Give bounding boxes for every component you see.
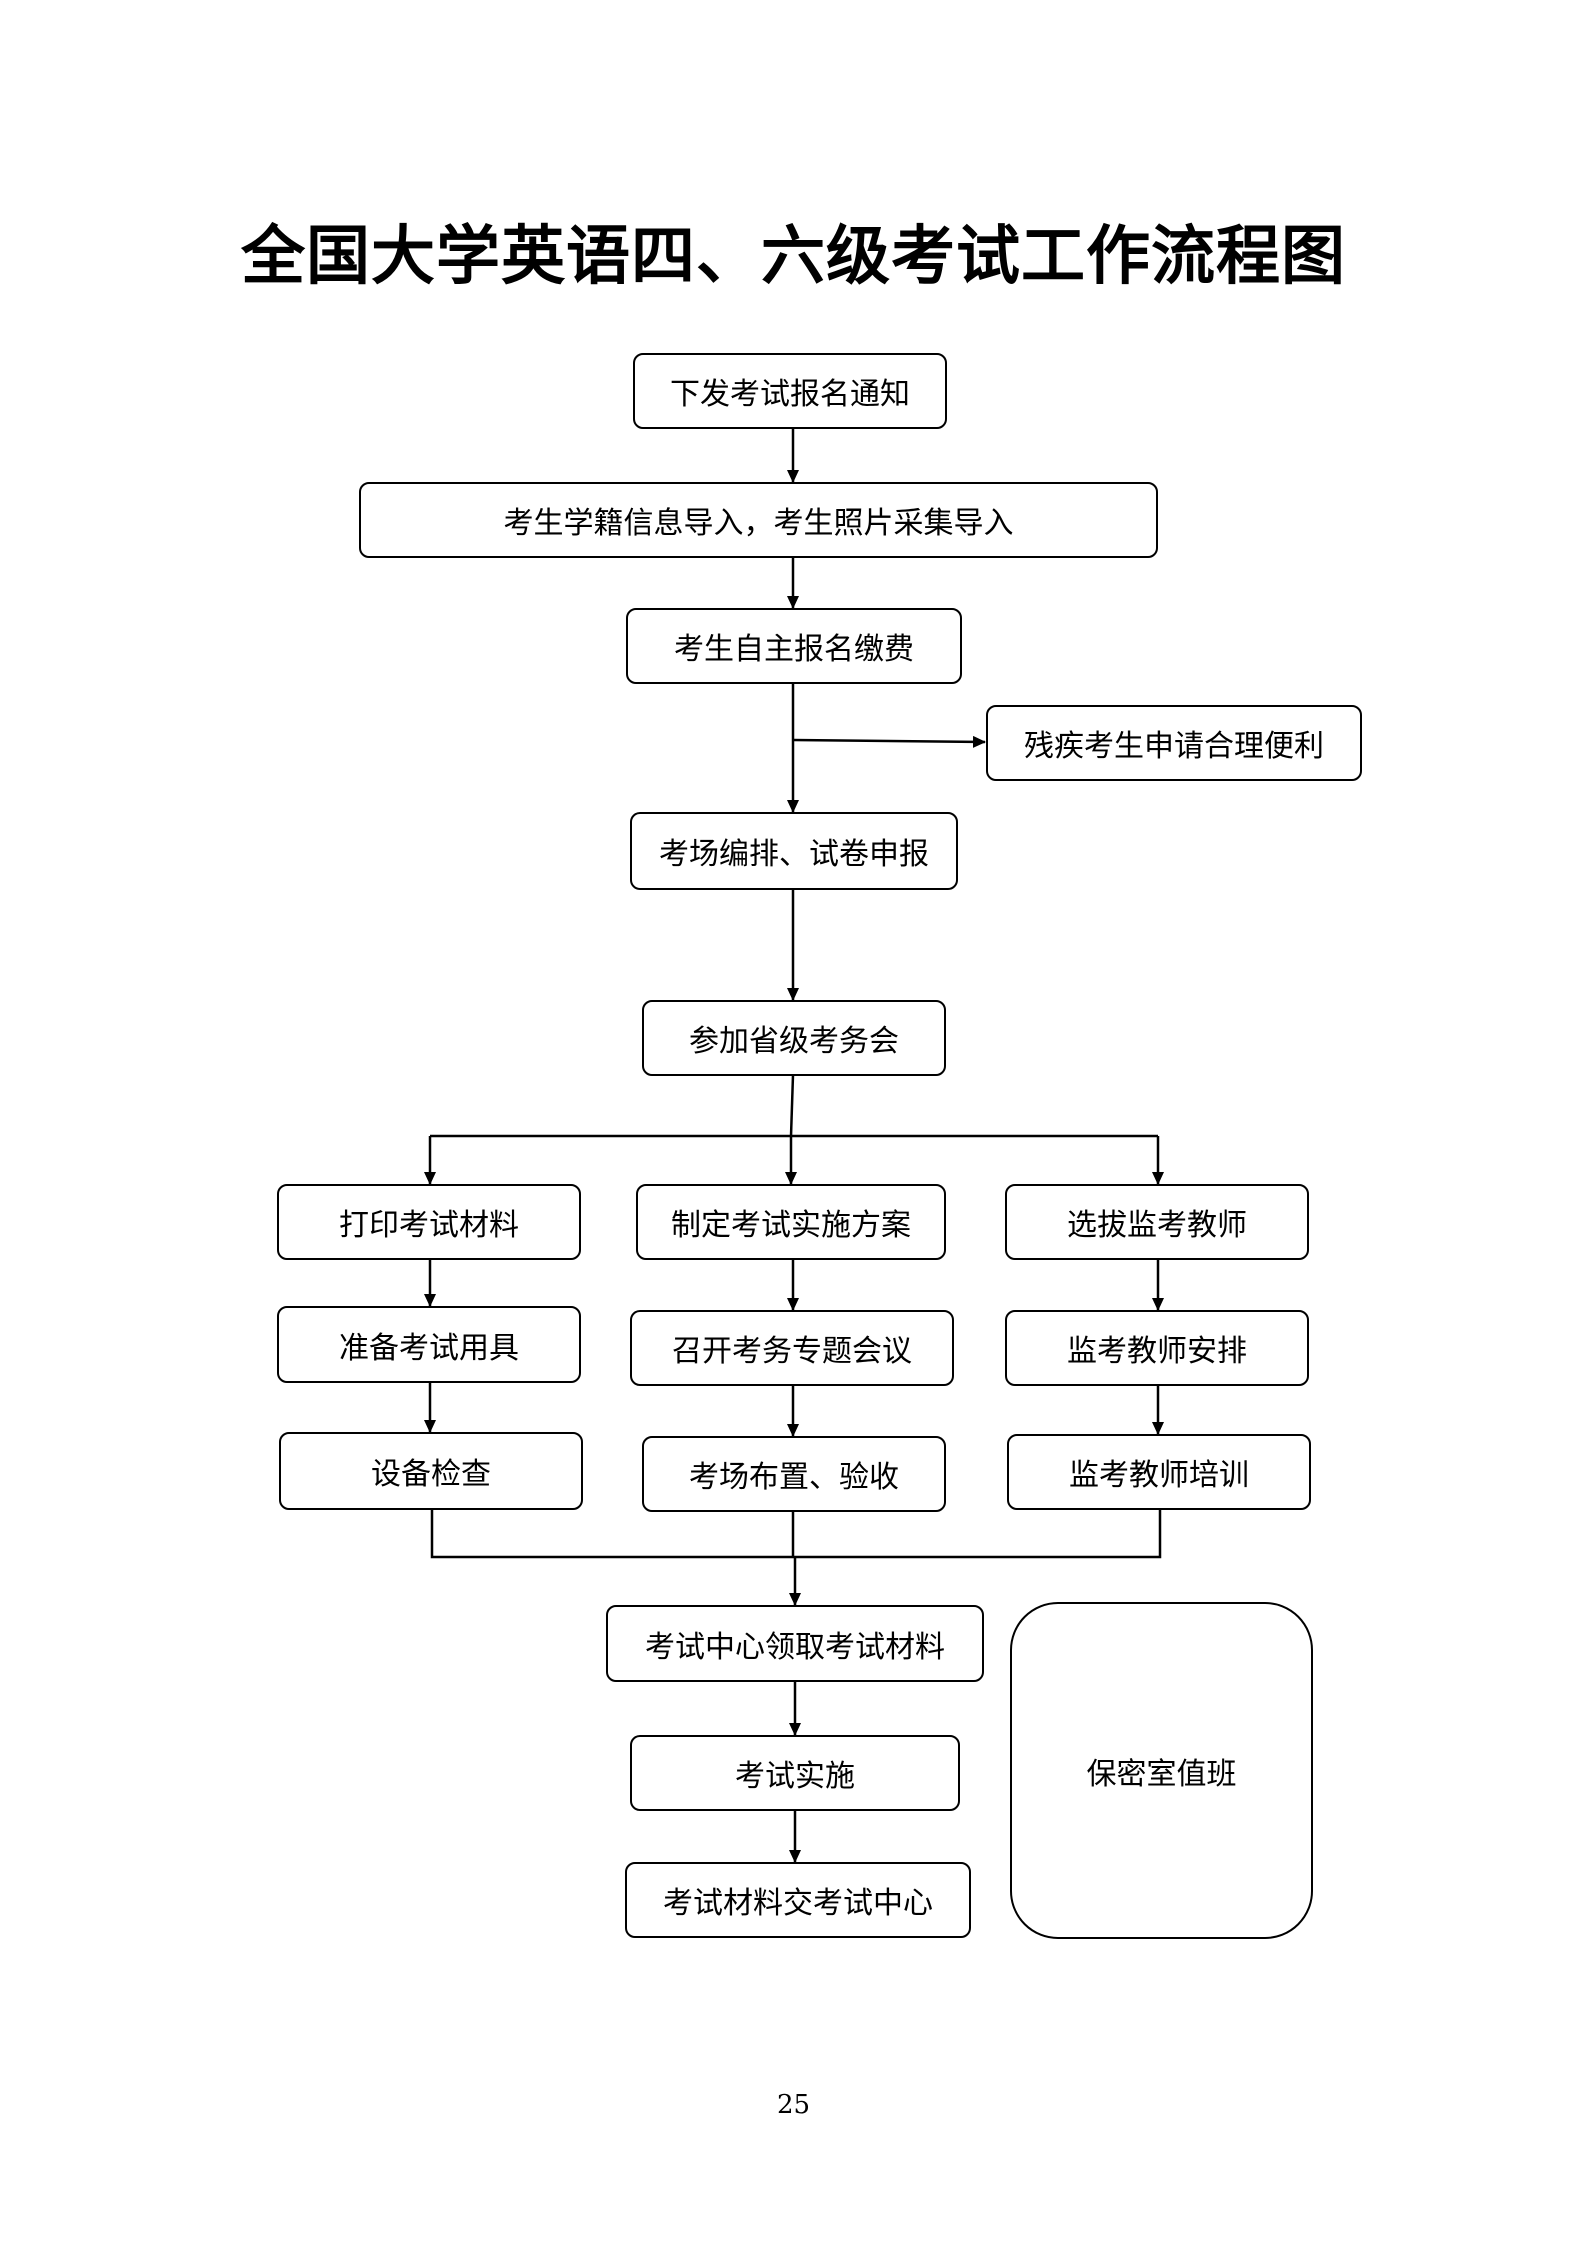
node-exam-implementation: 考试实施 [630, 1735, 960, 1811]
node-exam-registration-notice: 下发考试报名通知 [633, 353, 947, 429]
node-confidential-room-duty: 保密室值班 [1010, 1602, 1313, 1939]
node-label: 保密室值班 [1086, 1756, 1237, 1792]
node-equipment-check: 设备检查 [279, 1432, 583, 1510]
node-label: 召开考务专题会议 [672, 1334, 912, 1369]
page-title: 全国大学英语四、六级考试工作流程图 [241, 219, 1346, 294]
node-label: 制定考试实施方案 [671, 1208, 911, 1243]
node-special-meeting: 召开考务专题会议 [630, 1310, 954, 1386]
node-label: 考生学籍信息导入，考生照片采集导入 [503, 506, 1014, 541]
node-provincial-meeting: 参加省级考务会 [642, 1000, 946, 1076]
node-label: 考生自主报名缴费 [674, 632, 914, 667]
node-collect-materials: 考试中心领取考试材料 [606, 1605, 984, 1682]
node-room-arrangement: 考场编排、试卷申报 [630, 812, 958, 890]
node-label: 打印考试材料 [339, 1208, 519, 1243]
node-label: 参加省级考务会 [689, 1024, 899, 1059]
node-label: 考试材料交考试中心 [663, 1886, 933, 1921]
node-label: 准备考试用具 [339, 1330, 519, 1366]
node-print-materials: 打印考试材料 [277, 1184, 581, 1260]
node-label: 考试中心领取考试材料 [645, 1629, 945, 1665]
node-label: 监考教师培训 [1069, 1458, 1249, 1493]
node-label: 考试实施 [735, 1759, 855, 1794]
connector-merge [430, 1510, 1162, 1559]
node-label: 下发考试报名通知 [670, 377, 910, 412]
node-disabled-accommodation: 残疾考生申请合理便利 [986, 705, 1362, 781]
node-room-setup: 考场布置、验收 [642, 1436, 946, 1512]
arrow-to-n4 [792, 735, 986, 748]
node-proctor-training: 监考教师培训 [1007, 1434, 1311, 1510]
connector-n6-split [789, 1074, 795, 1137]
node-select-proctors: 选拔监考教师 [1005, 1184, 1309, 1260]
node-label: 考场编排、试卷申报 [659, 837, 929, 872]
node-proctor-arrangement: 监考教师安排 [1005, 1310, 1309, 1386]
node-label: 残疾考生申请合理便利 [1024, 729, 1324, 764]
node-self-registration-payment: 考生自主报名缴费 [626, 608, 962, 684]
page-number: 25 [776, 2090, 811, 2120]
node-label: 考场布置、验收 [689, 1460, 899, 1495]
node-student-info-import: 考生学籍信息导入，考生照片采集导入 [359, 482, 1158, 558]
node-return-materials: 考试材料交考试中心 [625, 1862, 971, 1938]
node-label: 监考教师安排 [1067, 1334, 1247, 1369]
node-prepare-tools: 准备考试用具 [277, 1306, 581, 1383]
node-implementation-plan: 制定考试实施方案 [636, 1184, 946, 1260]
node-label: 设备检查 [371, 1457, 491, 1492]
node-label: 选拔监考教师 [1067, 1208, 1247, 1243]
